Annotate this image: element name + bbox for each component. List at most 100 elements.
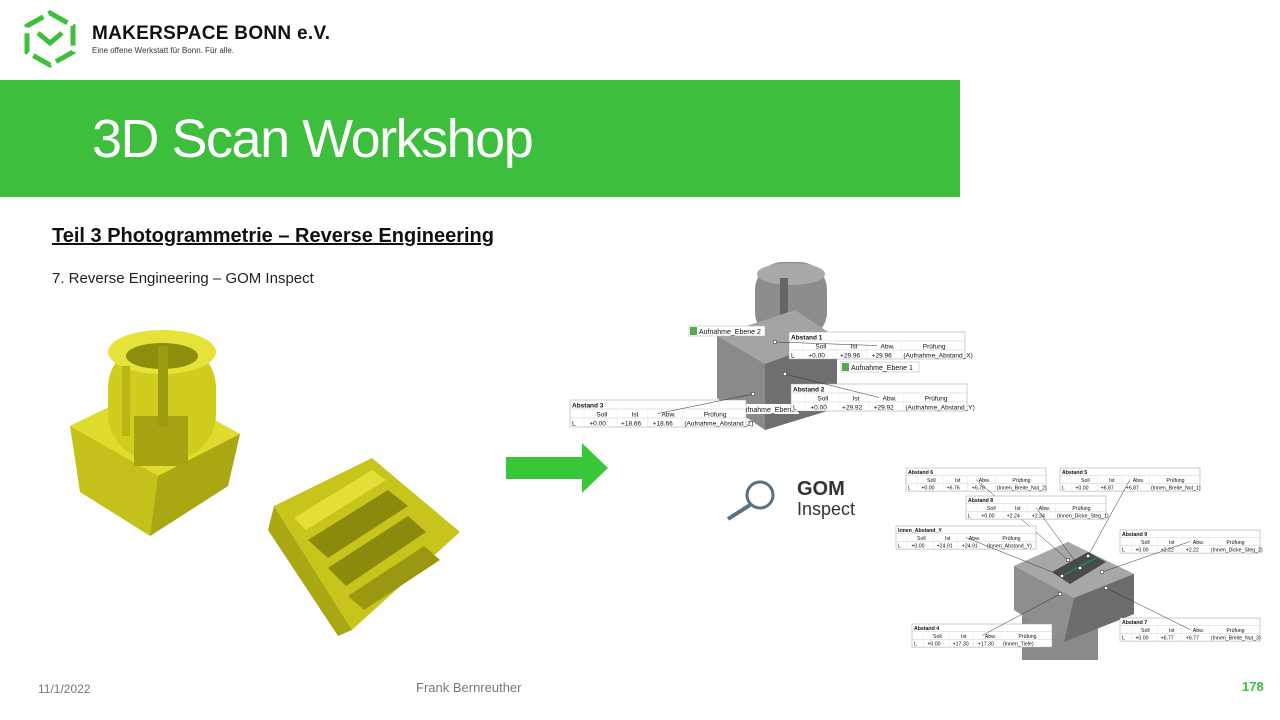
plane-label-3: Aufnahme_Ebene 3	[735, 404, 801, 414]
val-ist: +6.87	[1101, 486, 1114, 492]
col-pruefung: Prüfung	[1002, 536, 1020, 542]
val-soll: +0.00	[927, 642, 940, 648]
val-abw: +24.91	[962, 544, 978, 550]
val-pruefung: (Innen_Abstand_Y)	[987, 544, 1032, 550]
gom-inspection-screenshot-top: Aufnahme_Ebene 2 Aufnahme_Ebene 1 Aufnah…	[569, 262, 975, 430]
val-ist: +29.92	[842, 405, 862, 412]
section-subheading: 7. Reverse Engineering – GOM Inspect	[52, 270, 314, 287]
val-ist: +17.30	[953, 642, 969, 648]
val-abw: +17.30	[978, 642, 994, 648]
val-ist: +24.91	[937, 544, 953, 550]
row-type: L	[572, 421, 576, 428]
col-ist: Ist	[1169, 540, 1175, 546]
col-ist: Ist	[961, 634, 967, 640]
magnifier-icon	[726, 480, 775, 521]
col-soll: Soll	[815, 344, 826, 351]
row-type: L	[1122, 636, 1125, 642]
col-pruefung: Prüfung	[1012, 478, 1030, 484]
val-ist: +29.96	[840, 353, 860, 360]
val-soll: +0.00	[810, 405, 827, 412]
svg-text:Aufnahme_Ebene 3: Aufnahme_Ebene 3	[739, 407, 801, 414]
row-type: L	[914, 642, 917, 648]
val-pruefung: (Innen_Tiefe)	[1003, 642, 1034, 648]
col-pruefung: Prüfung	[1166, 478, 1184, 484]
col-abw: Abw.	[1193, 628, 1204, 634]
col-abw: Abw.	[985, 634, 996, 640]
col-abw: Abw.	[881, 344, 895, 351]
scan-image-flat-part	[268, 458, 460, 636]
col-pruefung: Prüfung	[923, 344, 946, 351]
val-abw: +29.92	[874, 405, 894, 412]
col-soll: Soll	[987, 506, 996, 512]
footer-date: 11/1/2022	[38, 682, 91, 696]
table-title: Abstand 3	[572, 403, 604, 410]
arrow-right-icon	[506, 443, 608, 493]
val-soll: +0.00	[981, 514, 994, 520]
val-pruefung: (Innen_Dicke_Steg_2)	[1211, 548, 1263, 554]
col-pruefung: Prüfung	[1226, 628, 1244, 634]
val-pruefung: (Innen_Breite_Nut_2)	[997, 486, 1047, 492]
row-type: L	[793, 405, 797, 412]
table-title: Innen_Abstand_Y	[898, 528, 942, 534]
col-abw: Abw.	[1193, 540, 1204, 546]
plane-label-1: Aufnahme_Ebene 1	[840, 361, 920, 373]
row-type: L	[898, 544, 901, 550]
val-pruefung: (Aufnahme_Abstand_X)	[903, 353, 972, 360]
col-ist: Ist	[1169, 628, 1175, 634]
val-abw: +2.22	[1186, 548, 1199, 554]
col-soll: Soll	[817, 396, 828, 403]
table-title: Abstand 2	[793, 387, 825, 394]
val-abw: +18.66	[653, 421, 673, 428]
val-soll: +0.00	[911, 544, 924, 550]
table-title: Abstand 7	[1122, 620, 1147, 626]
col-ist: Ist	[1109, 478, 1115, 484]
table-title: Abstand 6	[908, 470, 933, 476]
col-soll: Soll	[1141, 628, 1150, 634]
table-title: Abstand 9	[1122, 532, 1147, 538]
val-soll: +0.00	[1135, 548, 1148, 554]
col-pruefung: Prüfung	[1226, 540, 1244, 546]
val-soll: +0.00	[808, 353, 825, 360]
val-ist: +6.77	[1161, 636, 1174, 642]
col-ist: Ist	[851, 344, 858, 351]
col-abw: Abw.	[883, 396, 897, 403]
row-type: L	[1122, 548, 1125, 554]
slide-title: 3D Scan Workshop	[92, 109, 534, 169]
val-pruefung: (Innen_Breite_Nut_3)	[1211, 636, 1261, 642]
val-pruefung: (Innen_Dicke_Steg_1)	[1057, 514, 1109, 520]
val-pruefung: (Innen_Breite_Nut_1)	[1151, 486, 1201, 492]
scan-image-tower-part	[70, 330, 240, 536]
val-soll: +0.00	[1075, 486, 1088, 492]
val-abw: +6.87	[1126, 486, 1139, 492]
col-ist: Ist	[955, 478, 961, 484]
col-ist: Ist	[1015, 506, 1021, 512]
row-type: L	[1062, 486, 1065, 492]
val-abw: +2.24	[1032, 514, 1045, 520]
val-abw: +6.77	[1186, 636, 1199, 642]
table-title: Abstand 1	[791, 335, 823, 342]
val-soll: +0.00	[1135, 636, 1148, 642]
col-ist: Ist	[945, 536, 951, 542]
col-soll: Soll	[1081, 478, 1090, 484]
gom-logo-sub: Inspect	[797, 499, 856, 519]
row-type: L	[968, 514, 971, 520]
val-abw: +6.76	[972, 486, 985, 492]
col-pruefung: Prüfung	[925, 396, 948, 403]
svg-text:Aufnahme_Ebene 1: Aufnahme_Ebene 1	[851, 365, 913, 372]
val-abw: +29.96	[872, 353, 892, 360]
col-abw: Abw.	[969, 536, 980, 542]
val-soll: +0.00	[921, 486, 934, 492]
plane-label-2: Aufnahme_Ebene 2	[688, 325, 766, 337]
val-soll: +0.00	[589, 421, 606, 428]
title-bar	[0, 80, 960, 197]
val-pruefung: (Aufnahme_Abstand_Y)	[905, 405, 974, 412]
val-ist: +2.22	[1161, 548, 1174, 554]
section-heading: Teil 3 Photogrammetrie – Reverse Enginee…	[52, 225, 494, 247]
